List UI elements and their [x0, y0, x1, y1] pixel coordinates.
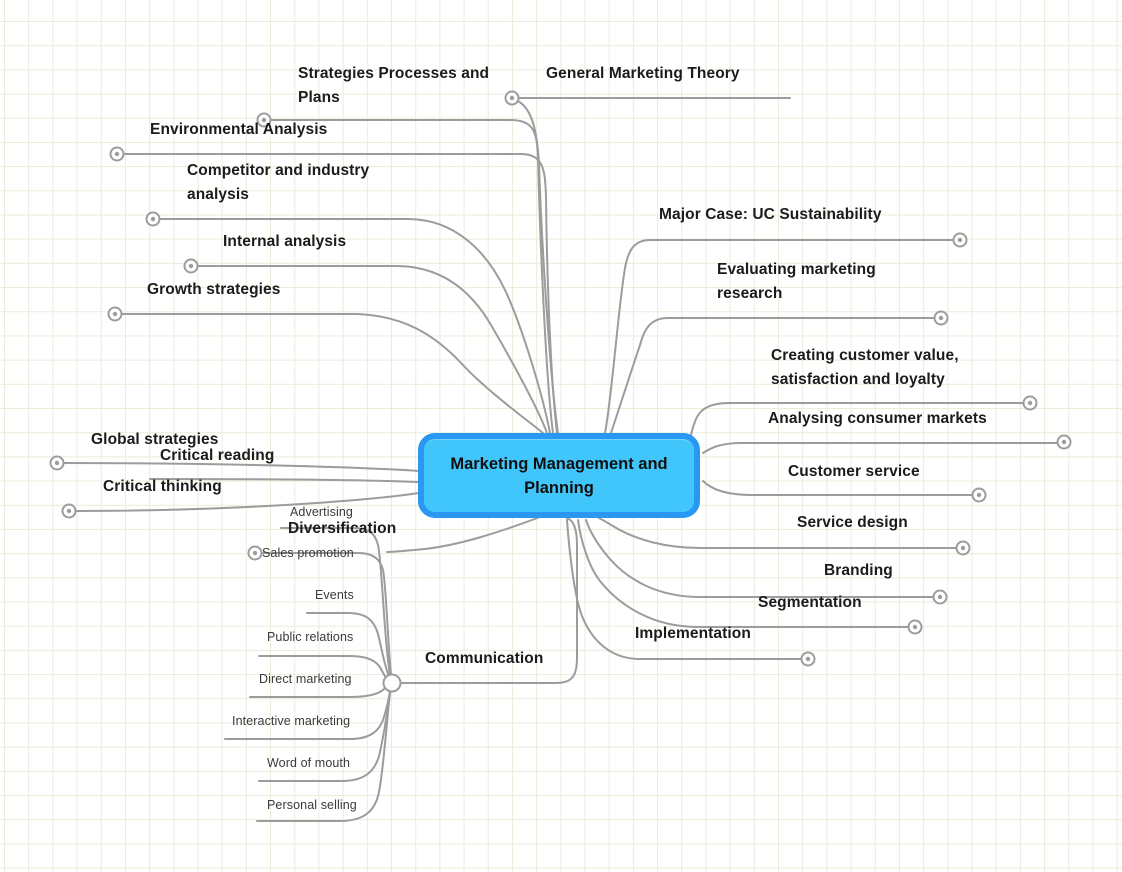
branch-line-diversification	[386, 516, 541, 553]
topic-major-case-uc-sustainability[interactable]: Major Case: UC Sustainability	[659, 206, 882, 223]
branch-line-growth	[121, 313, 544, 434]
topic-creating-customer-value[interactable]: Creating customer value, satisfaction an…	[771, 347, 959, 388]
topic-general-marketing-theory[interactable]: General Marketing Theory	[546, 65, 740, 82]
branch-line-global	[63, 462, 420, 472]
handle-sales-promotion[interactable]	[247, 545, 263, 561]
branch-line-creating	[690, 402, 1024, 436]
topic-implementation[interactable]: Implementation	[635, 625, 751, 642]
topic-strategies-processes-and-plans[interactable]: Strategies Processes and Plans	[298, 65, 490, 106]
branch-line-evaluating	[610, 317, 935, 434]
handle-creating[interactable]	[1022, 395, 1038, 411]
topic-growth-strategies[interactable]: Growth strategies	[147, 281, 281, 298]
branch-line-internal	[197, 265, 548, 434]
branch-line-competitor	[159, 218, 551, 434]
handle-global[interactable]	[49, 455, 65, 471]
topic-critical-reading[interactable]: Critical reading	[160, 447, 275, 464]
branch-line-implementation	[566, 519, 802, 660]
subtopic-direct-marketing[interactable]: Direct marketing	[259, 672, 352, 686]
communication-hub-handle[interactable]	[382, 673, 402, 693]
root-node-label: Marketing Management and Planning	[450, 454, 668, 497]
branch-line-customer-service	[702, 480, 973, 496]
branch-line-service-design	[598, 517, 957, 549]
subtopic-sales-promotion[interactable]: Sales promotion	[262, 546, 354, 560]
handle-internal[interactable]	[183, 258, 199, 274]
handle-general-marketing[interactable]	[504, 90, 520, 106]
handle-strategies[interactable]	[256, 112, 272, 128]
handle-major-case[interactable]	[952, 232, 968, 248]
handle-analysing[interactable]	[1056, 434, 1072, 450]
topic-segmentation[interactable]: Segmentation	[758, 594, 862, 611]
subtopic-events[interactable]: Events	[315, 588, 354, 602]
branch-line-critical-thinking	[75, 492, 420, 512]
handle-service-design[interactable]	[955, 540, 971, 556]
branch-line-advertising	[280, 527, 391, 676]
handle-segmentation[interactable]	[907, 619, 923, 635]
branch-line-events	[306, 612, 390, 677]
topic-diversification[interactable]: Diversification	[288, 520, 397, 537]
handle-critical-thinking[interactable]	[61, 503, 77, 519]
handle-environmental[interactable]	[109, 146, 125, 162]
topic-critical-thinking[interactable]: Critical thinking	[103, 478, 222, 495]
topic-environmental-analysis[interactable]: Environmental Analysis	[150, 121, 328, 138]
topic-internal-analysis[interactable]: Internal analysis	[223, 233, 347, 250]
branch-line-strategies	[270, 119, 554, 434]
subtopic-interactive-marketing[interactable]: Interactive marketing	[232, 714, 351, 728]
subtopic-advertising[interactable]: Advertising	[290, 505, 353, 519]
subtopic-public-relations[interactable]: Public relations	[267, 630, 354, 644]
topic-evaluating-marketing-research[interactable]: Evaluating marketing research	[717, 261, 876, 302]
handle-branding[interactable]	[932, 589, 948, 605]
branch-line-analysing	[702, 442, 1058, 454]
root-node[interactable]: Marketing Management and Planning	[418, 433, 700, 518]
handle-competitor[interactable]	[145, 211, 161, 227]
branch-line-critical-reading	[149, 478, 420, 483]
branch-line-environmental	[123, 153, 558, 434]
branch-line-direct-marketing	[249, 688, 385, 698]
handle-implementation[interactable]	[800, 651, 816, 667]
branch-line-branding	[585, 519, 934, 598]
branch-line-sales-promotion	[261, 552, 392, 676]
branch-line-personal-selling	[256, 692, 391, 822]
handle-growth[interactable]	[107, 306, 123, 322]
topic-customer-service[interactable]: Customer service	[788, 463, 920, 480]
topic-competitor-industry-analysis[interactable]: Competitor and industry analysis	[187, 162, 370, 203]
branch-line-communication	[400, 517, 578, 684]
subtopic-personal-selling[interactable]: Personal selling	[267, 798, 357, 812]
topic-global-strategies[interactable]: Global strategies	[91, 431, 219, 448]
handle-evaluating[interactable]	[933, 310, 949, 326]
handle-customer-service[interactable]	[971, 487, 987, 503]
topic-communication[interactable]: Communication	[425, 650, 544, 667]
topic-analysing-consumer-markets[interactable]: Analysing consumer markets	[768, 410, 987, 427]
branch-line-segmentation	[577, 519, 909, 628]
topic-branding[interactable]: Branding	[824, 562, 893, 579]
branch-line-major-case	[604, 239, 954, 434]
topic-service-design[interactable]: Service design	[797, 514, 908, 531]
subtopic-word-of-mouth[interactable]: Word of mouth	[267, 756, 351, 770]
